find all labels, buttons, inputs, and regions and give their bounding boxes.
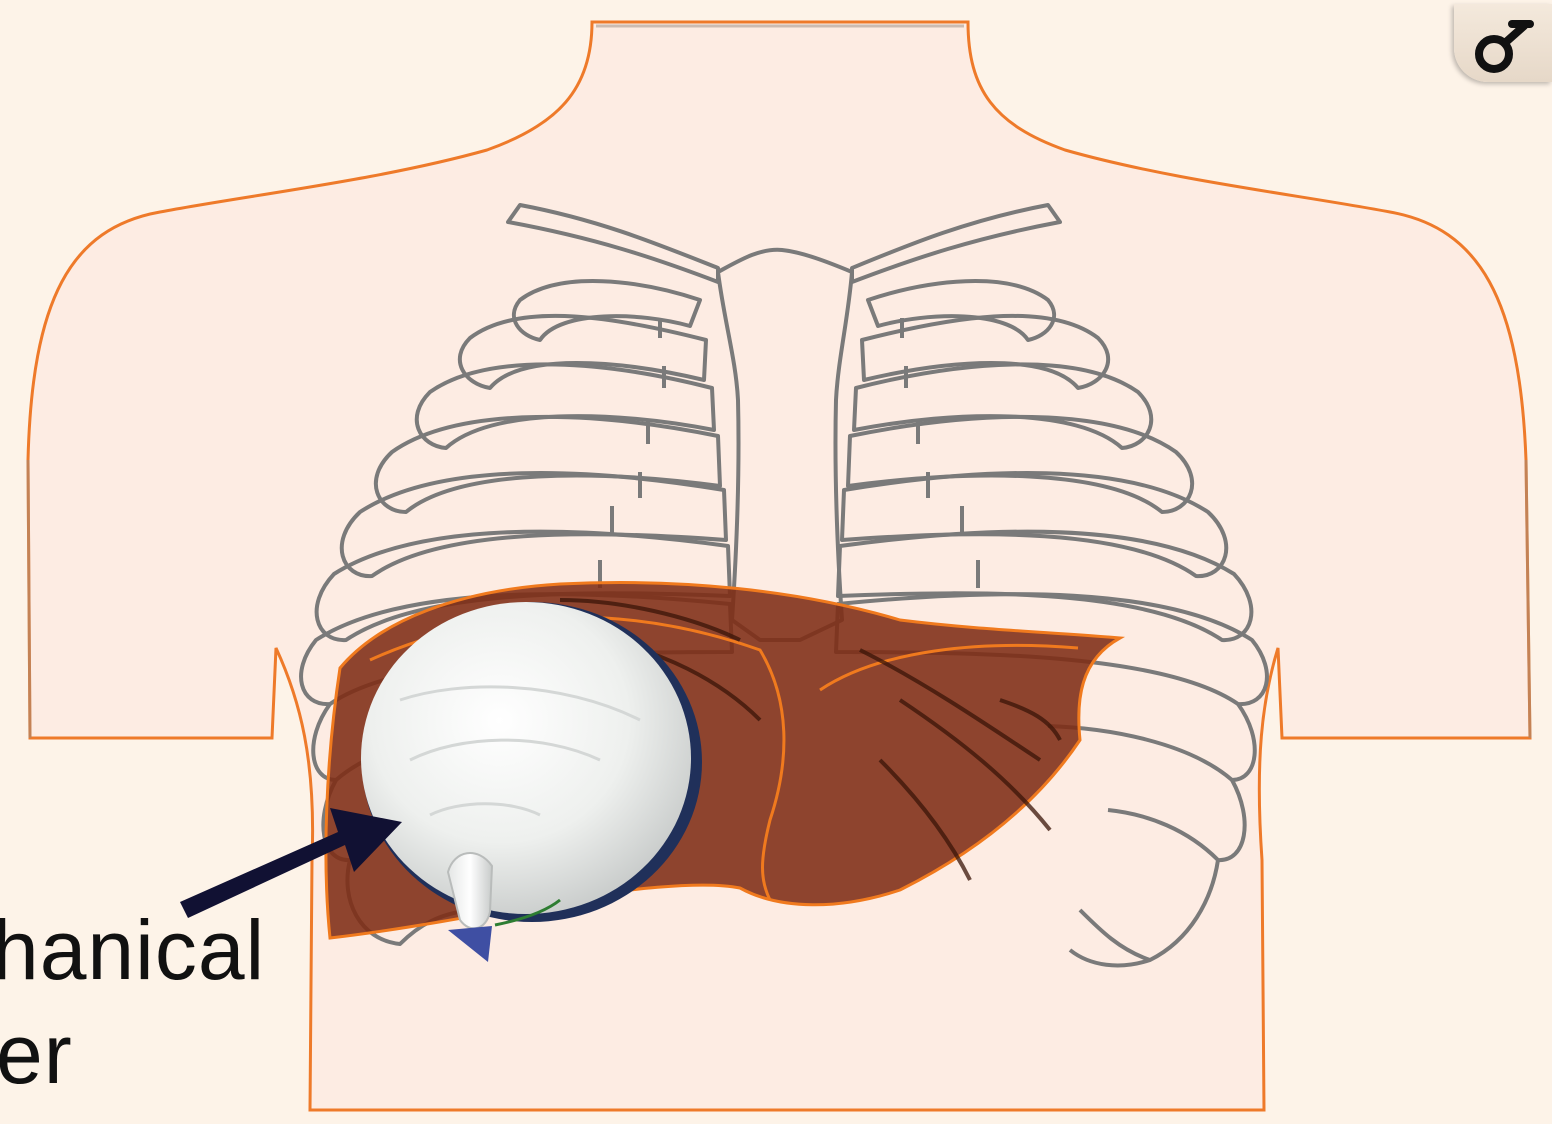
device-body [361, 602, 691, 914]
device-label-line-1: hanical [0, 908, 265, 992]
device-label-line-2: er [0, 1012, 73, 1096]
gender-toggle-button[interactable] [1454, 4, 1552, 82]
gender-male-icon [1454, 4, 1552, 82]
